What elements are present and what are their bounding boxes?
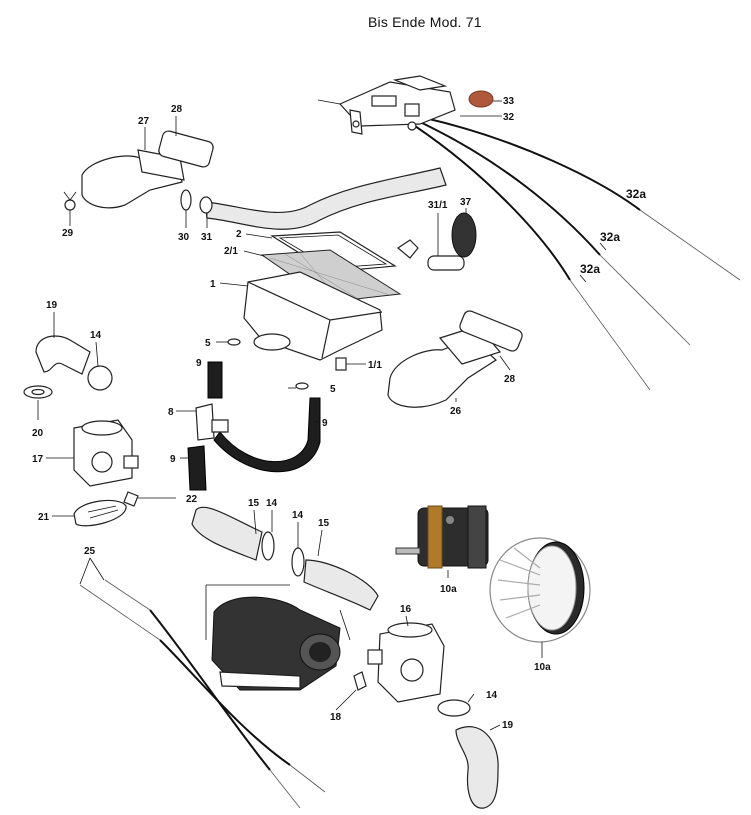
hose-19-lower [455, 726, 499, 809]
label-9-long: 9 [322, 418, 328, 429]
clamp-14-center-right [291, 547, 305, 577]
grommet-37 [451, 212, 477, 258]
hose-9-upper [207, 361, 223, 399]
label-10a-fan: 10a [534, 662, 551, 673]
label-16: 16 [400, 604, 412, 615]
label-29: 29 [62, 228, 74, 239]
bracket-21 [73, 499, 127, 527]
air-outlet-27 [81, 149, 185, 209]
label-32a-low: 32a [580, 262, 600, 276]
label-32a-top: 32a [626, 187, 646, 201]
hose-15-right [303, 559, 379, 611]
heat-exchanger-valve-16 [367, 622, 445, 703]
elbow-connector [396, 239, 419, 259]
hose-15-left [191, 506, 263, 561]
label-32: 32 [503, 112, 515, 123]
diagram-title: Bis Ende Mod. 71 [368, 14, 482, 30]
control-lever-assembly [317, 75, 456, 135]
part-labels: 33 32 28 27 29 30 31 2 2/1 1 5 9 8 9 9 5… [32, 96, 646, 731]
seal-31-1 [427, 255, 465, 271]
blower-motor-10a [395, 505, 489, 569]
grommet-5-lower [295, 382, 309, 390]
label-15-right: 15 [318, 518, 330, 529]
label-15-left: 15 [248, 498, 260, 509]
clip-18 [353, 671, 367, 691]
clamp-14-left [87, 365, 113, 391]
fan-wheel-10a [489, 537, 591, 643]
label-27: 27 [138, 116, 150, 127]
label-5-upper: 5 [205, 338, 211, 349]
label-28-lower: 28 [504, 374, 516, 385]
label-19-left: 19 [46, 300, 58, 311]
clamp-14-center-left [261, 531, 275, 561]
heater-box-1 [243, 271, 383, 361]
label-1: 1 [210, 279, 216, 290]
label-9-lower: 9 [170, 454, 176, 465]
label-5-lower: 5 [330, 384, 336, 395]
heat-exchanger-valve-17 [73, 419, 139, 487]
clamp-30 [180, 189, 192, 211]
label-14-center-right: 14 [292, 510, 304, 521]
blower-housing [205, 584, 351, 691]
label-31-1: 31/1 [428, 200, 448, 211]
hose-9-lower [187, 445, 207, 491]
label-37: 37 [460, 197, 472, 208]
label-25: 25 [84, 546, 96, 557]
label-2-1: 2/1 [224, 246, 238, 257]
label-9-upper: 9 [196, 358, 202, 369]
label-19-lower: 19 [502, 720, 514, 731]
long-heater-hose [204, 167, 447, 230]
cables-25 [79, 579, 326, 809]
clip-29 [63, 191, 77, 211]
clip-22 [123, 491, 139, 507]
clamp-14-lower-right [437, 699, 471, 717]
label-32a-mid: 32a [600, 230, 620, 244]
connector-31 [199, 196, 213, 214]
label-8: 8 [168, 407, 174, 418]
label-30: 30 [178, 232, 190, 243]
hose-9-long [213, 397, 321, 473]
gasket-28-lower [459, 310, 523, 352]
gasket-28-upper [158, 130, 214, 168]
label-28-upper: 28 [171, 104, 183, 115]
label-26: 26 [450, 406, 462, 417]
label-21: 21 [38, 512, 50, 523]
grommet-5-upper [227, 338, 241, 346]
label-22: 22 [186, 494, 198, 505]
clip-1-1 [335, 357, 347, 371]
label-14-lower-right: 14 [486, 690, 498, 701]
t-piece-8 [195, 403, 229, 441]
label-33: 33 [503, 96, 515, 107]
knob-33 [468, 90, 494, 108]
label-1-1: 1/1 [368, 360, 382, 371]
elbow-19-left [35, 335, 91, 375]
label-10a-motor: 10a [440, 584, 457, 595]
label-14-center-left: 14 [266, 498, 278, 509]
label-2: 2 [236, 229, 242, 240]
label-20: 20 [32, 428, 44, 439]
label-31: 31 [201, 232, 213, 243]
leader-lines [37, 100, 641, 731]
label-18: 18 [330, 712, 342, 723]
control-cables-32a [414, 117, 741, 391]
label-14-left: 14 [90, 330, 102, 341]
label-17: 17 [32, 454, 44, 465]
